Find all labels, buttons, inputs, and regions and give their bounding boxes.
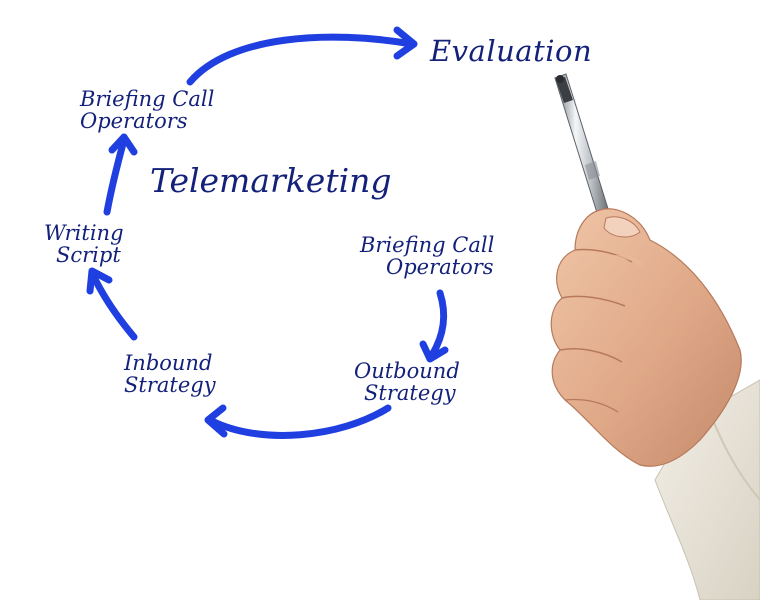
arrow-briefing-to-outbound (419, 289, 449, 363)
node-line: Inbound (124, 351, 213, 375)
node-line: Outbound (354, 359, 460, 383)
node-briefing-call-operators-right: Briefing Call Operators (360, 234, 494, 278)
arrow-inbound-to-writing-script (86, 267, 138, 341)
diagram-title: Telemarketing (150, 161, 392, 200)
node-outbound-strategy: Outbound Strategy (354, 360, 460, 404)
node-line: Briefing Call (360, 233, 495, 257)
node-line: Strategy (124, 373, 216, 398)
flow-arrows (86, 26, 449, 439)
node-inbound-strategy: Inbound Strategy (124, 352, 216, 396)
node-writing-script: Writing Script (44, 222, 124, 266)
evaluation-label: Evaluation (430, 34, 593, 68)
node-line: Strategy (364, 381, 456, 406)
node-line: Script (56, 243, 121, 268)
node-line: Operators (80, 109, 188, 134)
pen-icon (554, 73, 615, 233)
hand-with-pen-illustration (550, 73, 760, 600)
arrow-outbound-to-inbound (204, 404, 392, 439)
hand-icon (550, 208, 760, 600)
node-line: Briefing Call (80, 87, 215, 111)
node-briefing-call-operators-left: Briefing Call Operators (80, 88, 214, 132)
node-line: Writing (44, 221, 124, 245)
arrow-briefing-to-evaluation (186, 26, 418, 86)
arrow-writing-script-to-briefing (103, 133, 138, 216)
node-line: Operators (386, 255, 494, 280)
